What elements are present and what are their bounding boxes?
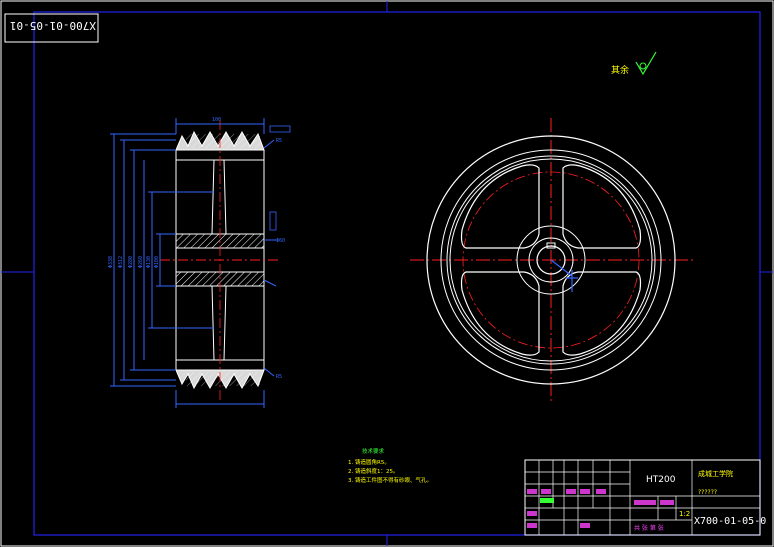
spoke-openings	[460, 164, 642, 356]
dim-d2: Φ312	[118, 256, 124, 268]
dim-w1: 100	[212, 117, 221, 123]
tech-requirement-3: 3. 铸造工件图不得有砂眼、气孔。	[348, 476, 432, 484]
callout-box-mid	[269, 211, 277, 231]
web-section-top	[211, 159, 227, 235]
rim-groove-circle	[440, 149, 662, 371]
dim-d3: Φ280	[128, 256, 134, 268]
dim-d5: Φ130	[146, 256, 152, 268]
rim-inner-circle-2	[449, 158, 653, 362]
dim-d1: Φ338	[108, 256, 114, 268]
title-drawing-number: X700-01-05-0	[694, 516, 766, 527]
title-scale: 1:2	[679, 510, 690, 518]
dimension-labels: Φ338 Φ312 Φ280 Φ260 Φ130 Φ100 100 Φ60 R5…	[108, 117, 285, 380]
bore-circle	[536, 245, 566, 275]
dim-r2: R5	[276, 374, 282, 380]
front-view	[410, 118, 694, 402]
rim-inner-circle-1	[446, 155, 656, 365]
hub-ring-circle	[528, 237, 574, 283]
title-material: HT200	[646, 475, 676, 485]
diameter-dimensions	[110, 118, 277, 408]
title-block: HT200 成城工学院 ?????? 1:2 X700-01-05-0 共 张 …	[524, 459, 766, 536]
dim-w2: Φ60	[276, 238, 285, 244]
dim-d6: Φ100	[154, 256, 160, 268]
title-school: 成城工学院	[698, 469, 733, 478]
tech-requirement-1: 1. 铸造圆角R5。	[348, 458, 390, 466]
keyway	[546, 242, 556, 249]
roughness-symbol-icon	[635, 51, 657, 76]
callout-box-top	[269, 125, 291, 133]
web-section-bottom	[211, 285, 227, 361]
inner-frame	[33, 11, 761, 536]
dim-r1: R5	[276, 138, 282, 144]
tech-requirements-title: 技术要求	[362, 447, 385, 455]
spoke-center-circle	[462, 171, 640, 349]
rim-outer-circle	[426, 135, 676, 385]
hub-outer-circle	[516, 225, 586, 295]
bore-dimension	[550, 259, 578, 292]
title-part-name: ??????	[698, 489, 717, 496]
title-sheet-text: 共 张 第 张	[634, 524, 664, 532]
roughness-note: 其余	[611, 51, 657, 76]
roughness-note-text: 其余	[611, 64, 629, 76]
rotated-drawing-number-text: X700-01-05-01	[10, 19, 96, 32]
section-view: Φ338 Φ312 Φ280 Φ260 Φ130 Φ100 100 Φ60 R5…	[108, 117, 291, 408]
tech-requirements: 技术要求 1. 铸造圆角R5。 2. 铸造斜度1：25。 3. 铸造工件图不得有…	[348, 447, 432, 484]
title-block-highlight	[540, 498, 554, 503]
rotated-drawing-number: X700-01-05-01	[4, 13, 99, 43]
tech-requirement-2: 2. 铸造斜度1：25。	[348, 467, 399, 475]
dim-d4: Φ260	[138, 256, 144, 268]
